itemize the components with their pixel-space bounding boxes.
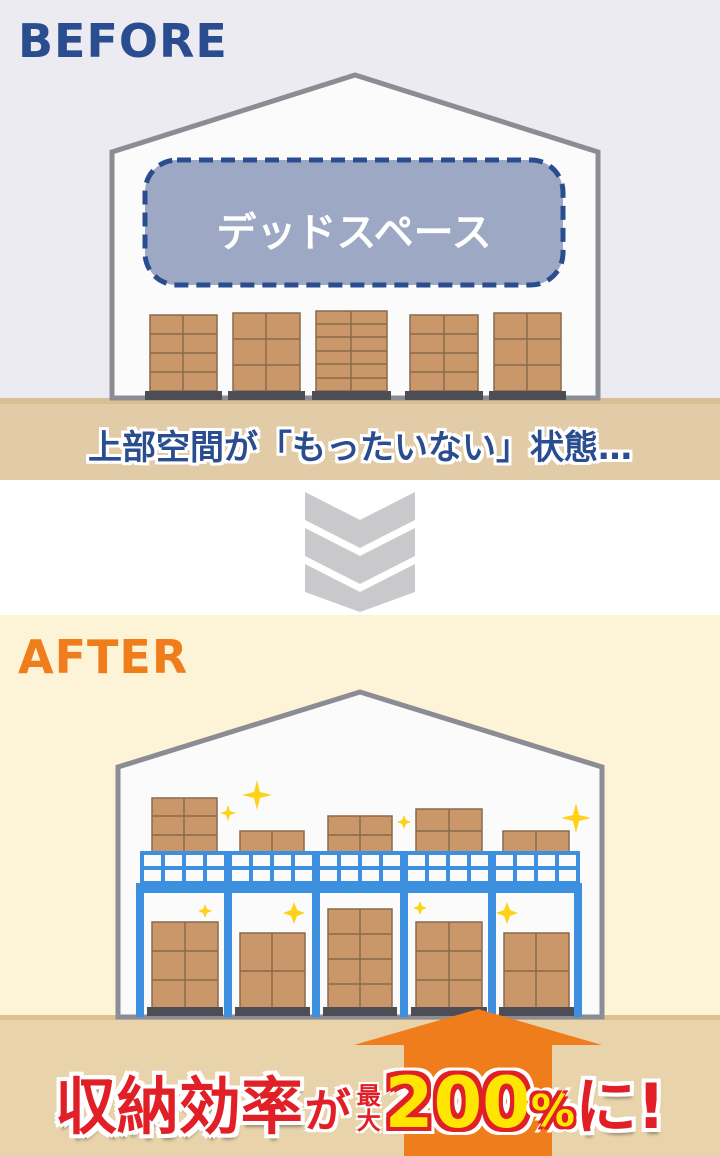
- up-arrow-icon: [354, 1009, 602, 1156]
- after-caption: 収納効率 が 最 大 200 % に!: [0, 1058, 720, 1138]
- after-warehouse-scene: [0, 689, 720, 1156]
- after-caption-part2: が: [304, 1084, 351, 1138]
- after-panel: [0, 615, 720, 1156]
- before-caption: 上部空間が「もったいない」状態…: [88, 428, 632, 468]
- after-caption-number: 200: [384, 1062, 531, 1144]
- after-caption-max-bottom: 大: [356, 1106, 381, 1135]
- arrow-zone: [0, 480, 720, 615]
- before-warehouse-scene: [0, 72, 720, 480]
- dead-space-area: [142, 157, 566, 288]
- after-caption-part1: 収納効率: [54, 1070, 303, 1143]
- after-caption-max-top: 最: [356, 1081, 381, 1110]
- mezzanine-deck: [136, 883, 582, 893]
- down-chevrons-icon: [305, 492, 415, 612]
- before-panel: [0, 0, 720, 480]
- before-pallet-stack-4: [405, 314, 483, 400]
- mezzanine-railing: [140, 851, 580, 885]
- after-floor: [0, 1015, 720, 1156]
- after-heading: AFTER: [18, 630, 189, 684]
- before-floor: [0, 398, 720, 480]
- before-pallet-stack-3: [312, 310, 391, 400]
- before-heading: BEFORE: [18, 14, 228, 68]
- after-caption-max: 最 大: [356, 1081, 381, 1138]
- after-caption-suffix: に!: [574, 1070, 666, 1143]
- after-caption-percent: %: [530, 1086, 575, 1137]
- dead-space-label: デッドスペース: [216, 210, 492, 256]
- rack-columns: [136, 893, 582, 1017]
- before-pallet-stack-1: [145, 314, 222, 400]
- sparkle-icons: [198, 780, 591, 924]
- lower-pallet-stacks: [147, 908, 574, 1016]
- before-pallet-stack-5: [489, 312, 566, 400]
- before-pallet-stack-2: [228, 312, 305, 400]
